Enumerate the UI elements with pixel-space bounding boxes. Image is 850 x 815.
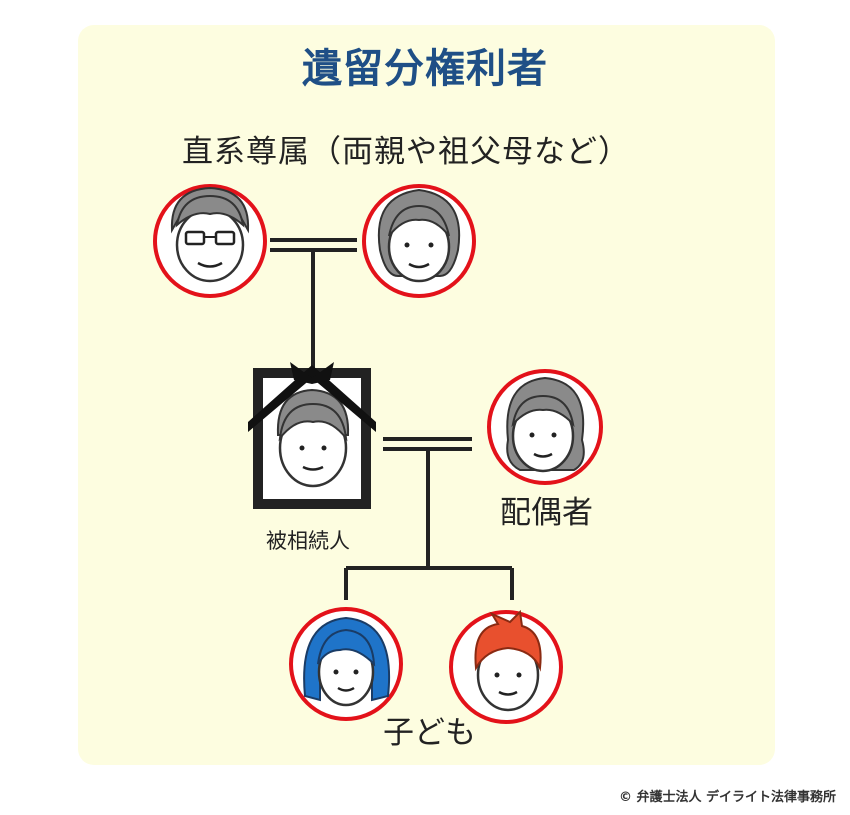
decedent-label: 被相続人 xyxy=(266,529,350,553)
grandmother-portrait xyxy=(362,184,476,298)
mourning-bow xyxy=(290,362,334,384)
grandfather-portrait xyxy=(153,184,267,298)
decedent-portrait xyxy=(248,362,376,509)
ascendants-label: 直系尊属（両親や祖父母など） xyxy=(182,134,630,170)
child-boy-portrait xyxy=(449,609,563,724)
diagram-title: 遺留分権利者 xyxy=(302,46,548,92)
children-label: 子ども xyxy=(383,715,476,751)
tree-lines xyxy=(270,238,514,600)
child-girl-portrait xyxy=(289,607,403,721)
spouse-portrait xyxy=(487,369,603,485)
copyright-credit: © 弁護士法人 デイライト法律事務所 xyxy=(618,790,836,805)
diagram-panel xyxy=(78,25,775,765)
spouse-label: 配偶者 xyxy=(500,495,593,531)
